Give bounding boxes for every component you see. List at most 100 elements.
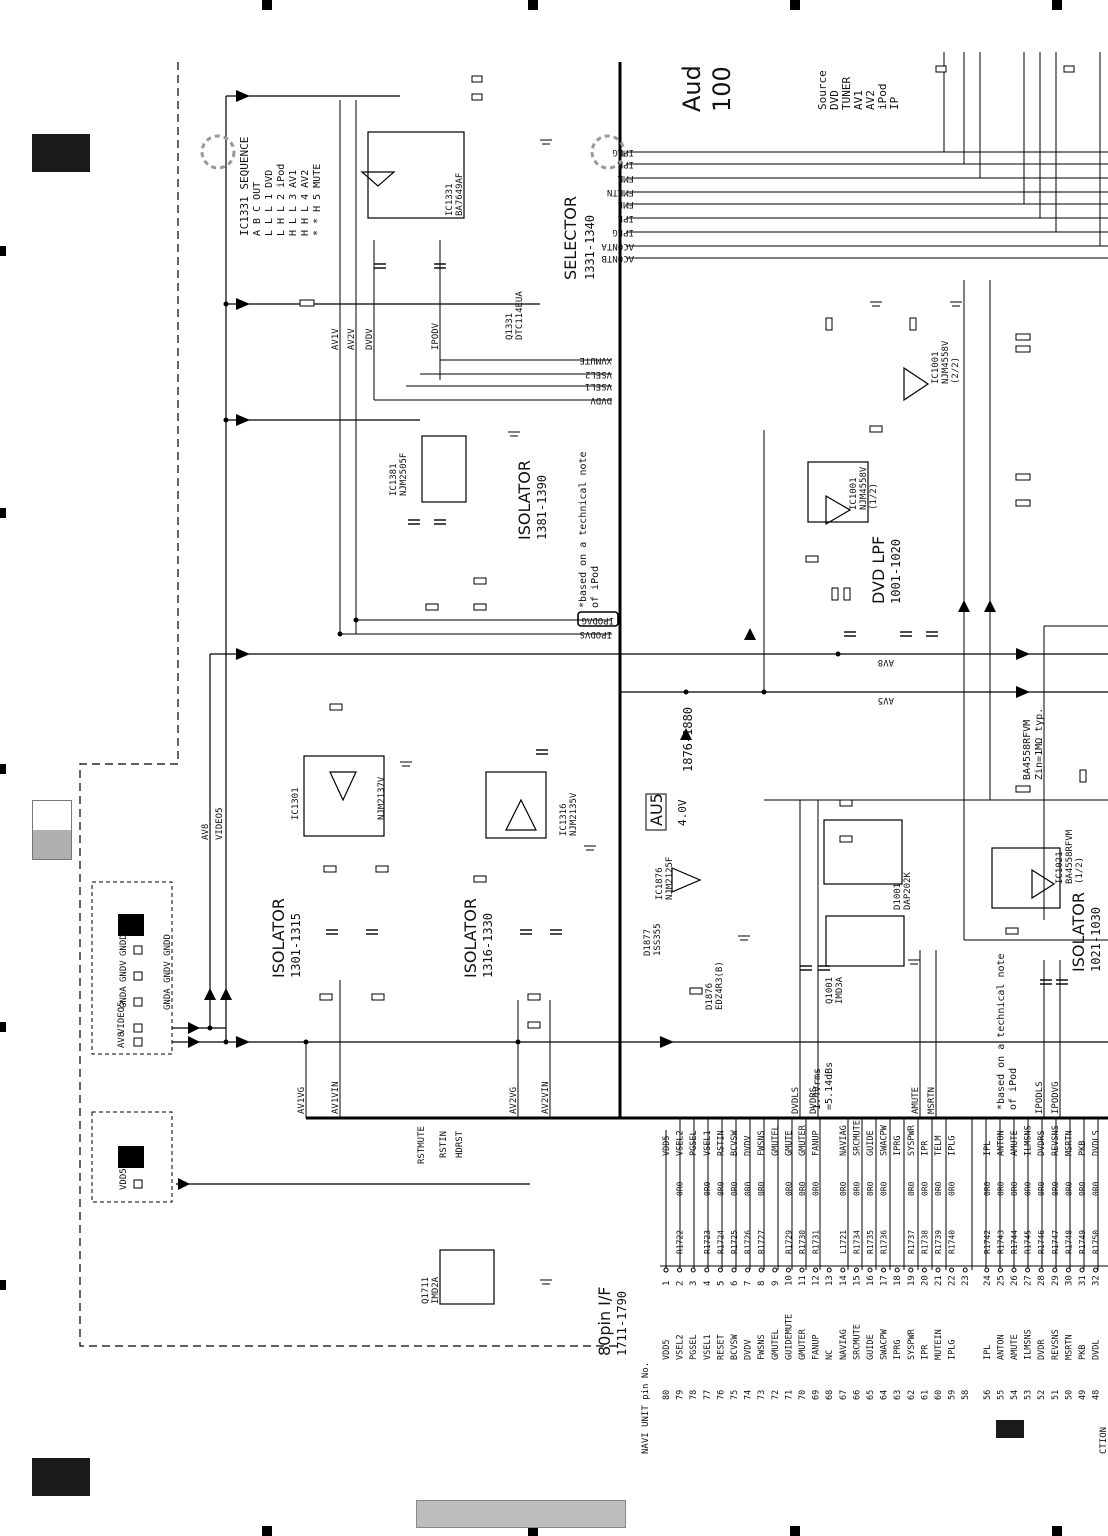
pin-resistor-ref: R1727 (757, 1230, 766, 1254)
source-item-av1: AV1 (852, 90, 865, 110)
pin-resistor-value: 0R0 (934, 1181, 943, 1196)
pin-signal: VSEL2 (676, 1130, 686, 1156)
navi-pin-number: 64 (880, 1390, 890, 1400)
pin-resistor-ref: R1729 (784, 1230, 793, 1254)
registration-mark (0, 508, 6, 518)
registration-mark (790, 0, 800, 10)
pin-signal: IPLG (948, 1136, 958, 1156)
pin-signal: GUIDE (866, 1130, 876, 1156)
pin-number: 11 (798, 1275, 808, 1286)
source-item-ip: IP (888, 96, 901, 110)
navi-pin-number: 59 (948, 1390, 958, 1400)
pin-number: 16 (866, 1275, 876, 1286)
pin-name: DVDL (1092, 1340, 1102, 1360)
navi-pin-number: 52 (1037, 1390, 1047, 1400)
navi-pin-number: 63 (893, 1390, 903, 1400)
bus-signal-label: DVDV (590, 395, 612, 405)
level-note: =5.14dBs (824, 1062, 835, 1110)
bottom-bus-label: AV2VIN (541, 1081, 551, 1114)
pin-terminal (745, 1267, 751, 1273)
ic-part: NJM4558V (859, 466, 869, 510)
pin-resistor-ref: R1737 (907, 1230, 916, 1254)
pin-terminal (840, 1267, 846, 1273)
pin-number: 29 (1051, 1275, 1061, 1286)
pin-number: 19 (907, 1275, 917, 1286)
connector-label: GNDA (119, 986, 129, 1008)
power-rails (172, 95, 1108, 1185)
rail-label: AV8 (878, 657, 894, 667)
pin-number: 25 (996, 1275, 1006, 1286)
pin-terminal (758, 1267, 764, 1273)
tech-note: *based on a technical note (996, 953, 1007, 1110)
pin-resistor-value: 0R0 (744, 1181, 753, 1196)
registration-mark (1052, 1526, 1062, 1536)
pin-terminal (1025, 1267, 1031, 1273)
pin-resistor-ref: R1740 (948, 1230, 957, 1254)
pin-resistor-value: 0R0 (983, 1181, 992, 1196)
pin-name: GMUTER (798, 1328, 808, 1360)
transistor-part: DTC114EUA (515, 291, 525, 340)
pin-resistor-ref: R1743 (996, 1230, 1005, 1254)
pin-number: 9 (771, 1281, 781, 1286)
bottom-bus-label: HDRST (455, 1130, 465, 1158)
navi-pin-number: 74 (744, 1390, 754, 1400)
bottom-bus-label: IPODVG (1051, 1081, 1061, 1114)
pin-name: FWSNS (757, 1334, 767, 1360)
bus-signal-label: IPL (618, 213, 634, 223)
pin-resistor-value: 0R0 (730, 1181, 739, 1196)
ic-ref: IC1876 (655, 867, 665, 900)
page-tab-middle (32, 800, 72, 860)
pin-signal: DVDRS (1037, 1130, 1047, 1156)
ic-ref: IC1331 (445, 183, 455, 216)
pin-resistor-ref: L1721 (839, 1230, 848, 1254)
pin-resistor-ref: R1736 (880, 1230, 889, 1254)
navi-pin-number: 78 (689, 1390, 699, 1400)
pin-signal: MSRTN (1064, 1130, 1074, 1156)
ipodag-label: IPODAG (581, 615, 614, 625)
pin-name: FANUP (812, 1334, 822, 1360)
ic-ref: IC1381 (389, 463, 399, 496)
pin-number: 28 (1037, 1275, 1047, 1286)
pin-terminal (731, 1267, 737, 1273)
connector-box (91, 881, 173, 1203)
pin-terminal (772, 1267, 778, 1273)
selector-range: 1331-1340 (583, 215, 597, 280)
pin-resistor-value: 0R0 (1024, 1181, 1033, 1196)
pin-name: REVSNS (1051, 1329, 1061, 1360)
connector-marker (118, 1146, 144, 1168)
title-fragment: Aud (678, 65, 706, 112)
pin-resistor-ref: R1748 (1064, 1230, 1073, 1254)
alignment-circle (200, 134, 626, 170)
connector-pin (133, 945, 143, 1189)
pin-resistor-ref: R1744 (1010, 1230, 1019, 1254)
ic-ref: IC1001 (849, 477, 859, 510)
transistor-part: IMD2A (431, 1276, 441, 1304)
bottom-bus-label: AV1VG (297, 1087, 307, 1114)
pin-resistor-ref: R1735 (866, 1230, 875, 1254)
pin-signal: FANUP (812, 1130, 822, 1156)
pin-name: VSEL1 (703, 1334, 713, 1360)
pin-name: RESET (716, 1334, 726, 1360)
diode-ref: D1001 (893, 883, 903, 910)
pin-resistor-ref: R1739 (934, 1230, 943, 1254)
pin-terminal (826, 1267, 832, 1273)
pin-signal: PGSEL (689, 1130, 699, 1156)
bottom-bus-label: IPODLS (1035, 1081, 1045, 1114)
pin-terminal (908, 1267, 914, 1273)
pin-name: NAVIAG (839, 1329, 849, 1360)
ic-ref: IC1301 (291, 787, 301, 820)
pin-signal: VDD5 (662, 1136, 672, 1156)
sequence-header: A B C OUT (252, 182, 263, 236)
pin-resistor-ref: R1742 (983, 1230, 992, 1254)
ground-symbol (400, 139, 962, 1285)
pin-resistor-value: 0R0 (716, 1181, 725, 1196)
pin-signal: IPL (983, 1141, 993, 1156)
opamp-symbol (329, 171, 1056, 900)
if80-title: 80pin I/F (595, 1287, 614, 1357)
navi-pin-number: 66 (852, 1390, 862, 1400)
registration-mark (528, 1526, 538, 1536)
pin-name: ANTON (996, 1334, 1006, 1360)
navi-pin-number: 56 (983, 1390, 993, 1400)
navi-pin-number: 67 (839, 1390, 849, 1400)
pin-number: 4 (703, 1281, 713, 1286)
